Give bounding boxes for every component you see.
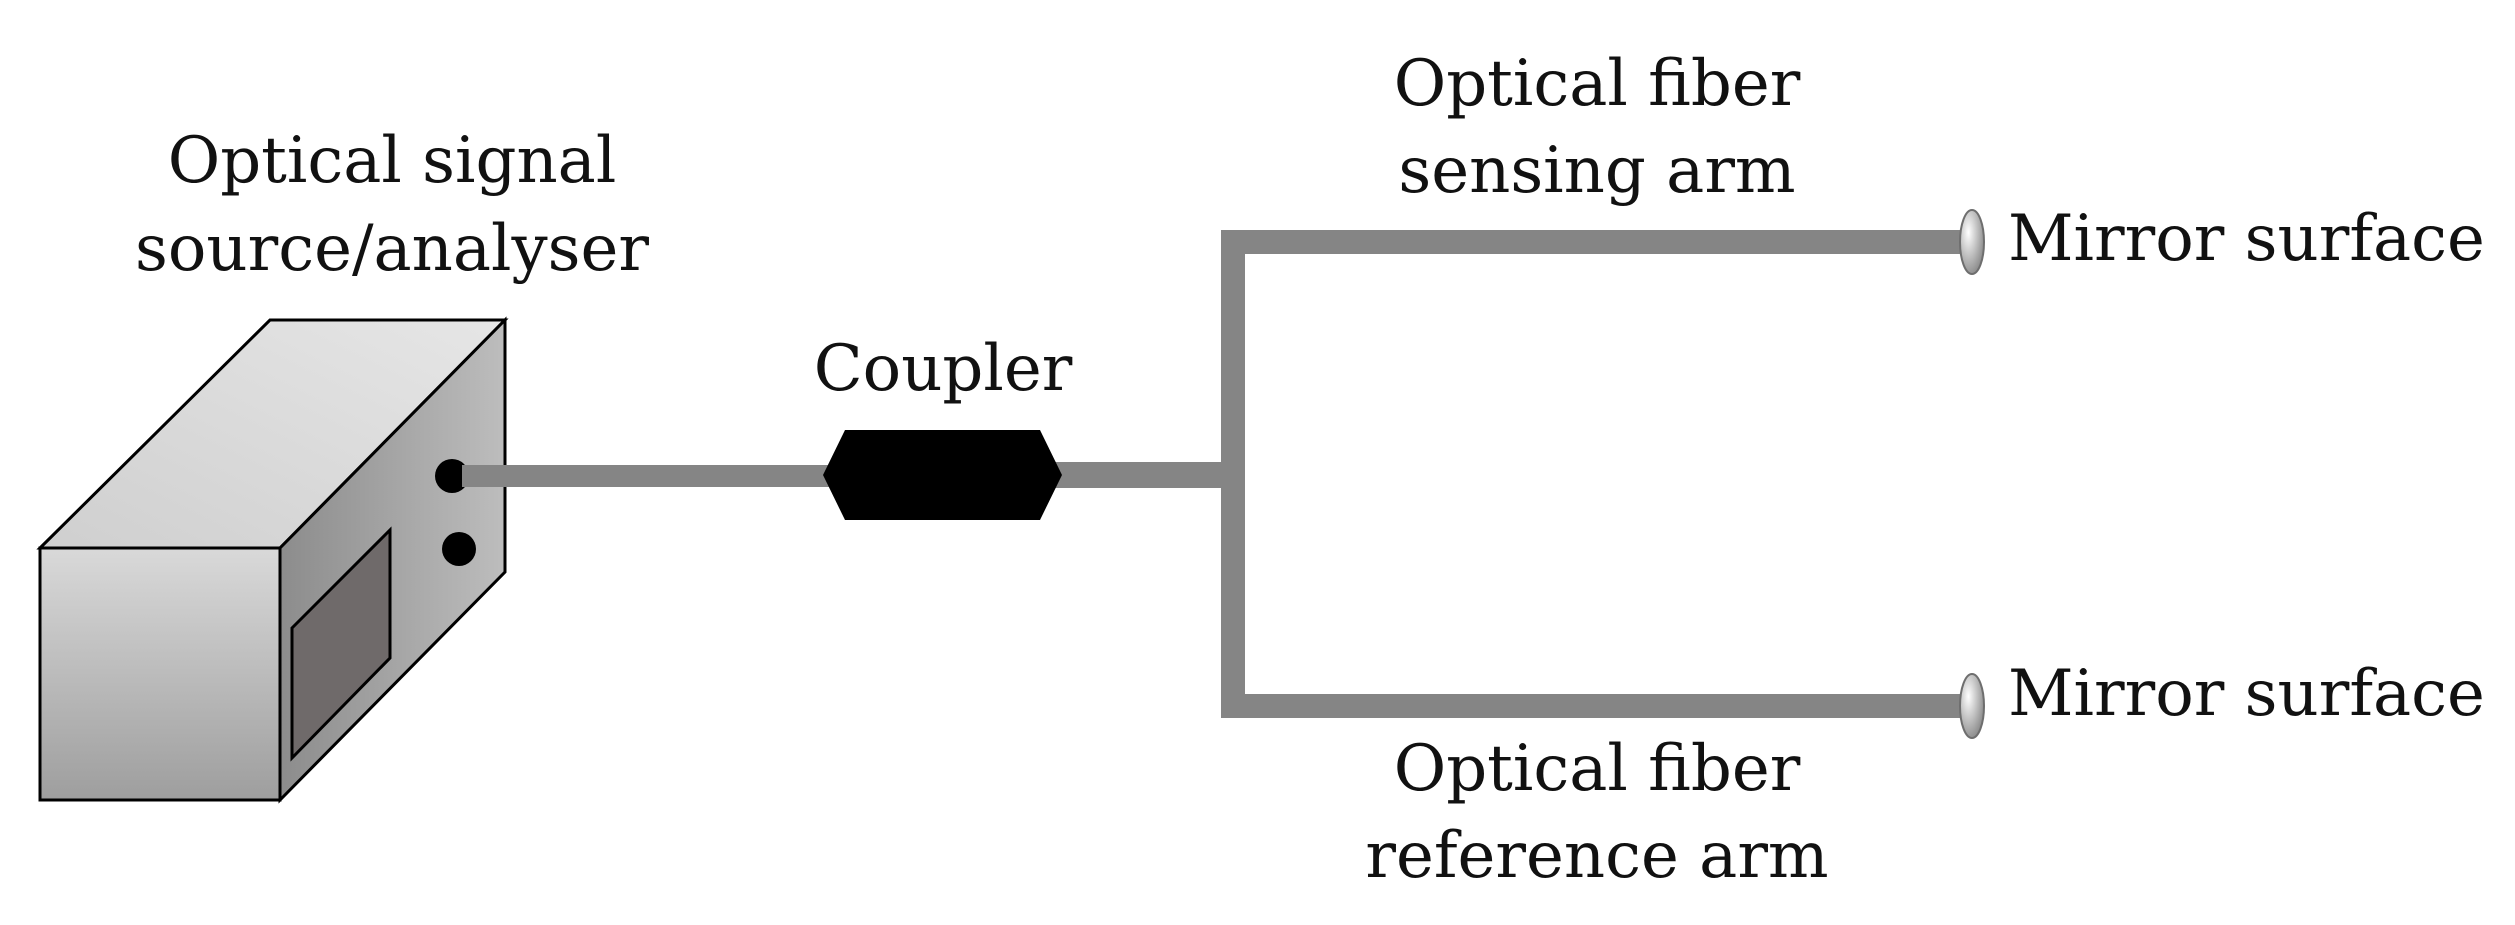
mirror-bottom: [1959, 673, 1985, 739]
sensing-arm-label-line1: Optical fiber: [1394, 47, 1801, 121]
coupler-body: [823, 430, 1062, 520]
fiber-reference-arm: [1221, 694, 1967, 718]
reference-arm-label-line1: Optical fiber: [1394, 732, 1801, 806]
fiber-junction-vertical: [1221, 230, 1245, 718]
device-port-input: [442, 532, 476, 566]
mirror-top-label: Mirror surface: [2008, 202, 2485, 276]
device-front-face: [38, 546, 282, 802]
mirror-bottom-label: Mirror surface: [2008, 657, 2485, 731]
reference-arm-label-line2: reference arm: [1365, 819, 1828, 893]
source-label-line2: source/analyser: [135, 212, 649, 286]
fiber-sensing-arm: [1221, 230, 1967, 254]
source-label-line1: Optical signal: [168, 124, 617, 198]
source-analyser-device: [36, 316, 509, 804]
sensing-arm-label-line2: sensing arm: [1398, 134, 1795, 208]
device-screen: [290, 526, 392, 762]
fiber-source-to-coupler: [462, 465, 832, 487]
optical-fibers: [462, 230, 1967, 718]
fiber-coupler-to-junction: [1055, 462, 1245, 488]
device-port-output: [435, 459, 469, 493]
coupler-label: Coupler: [814, 332, 1073, 406]
mirror-top: [1959, 209, 1985, 275]
